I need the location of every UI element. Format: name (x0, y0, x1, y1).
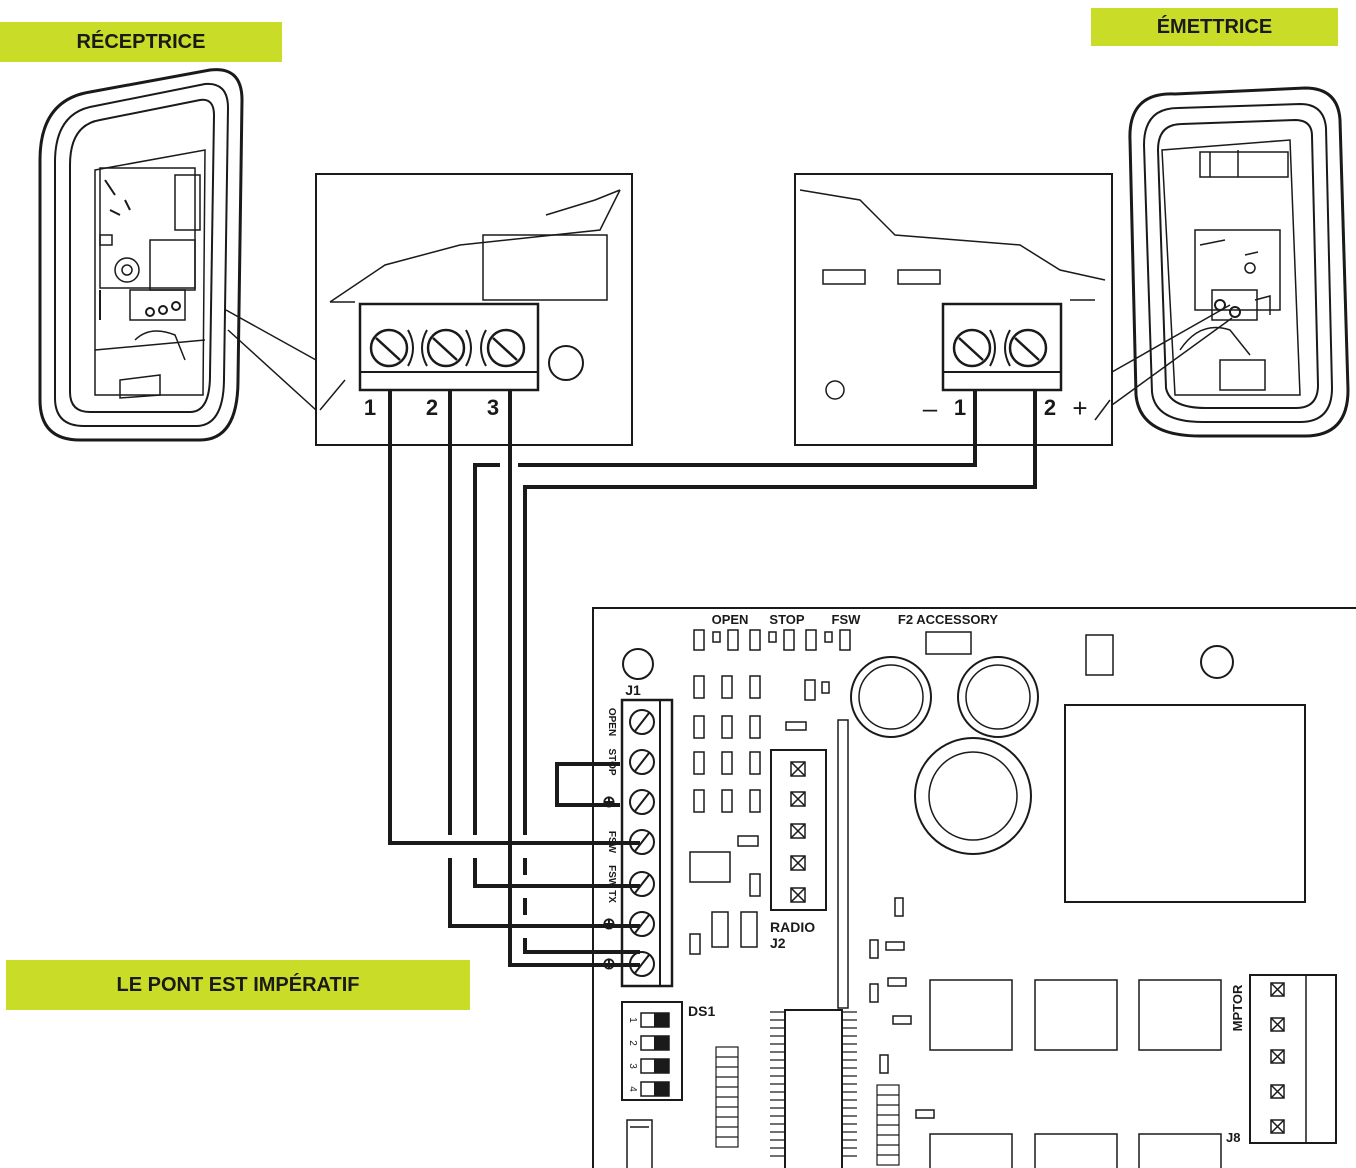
motor-label: MPTOR (1230, 984, 1245, 1031)
j1-label: J1 (625, 682, 641, 698)
ds1-switch-2: 2 (627, 1040, 638, 1046)
radio-connector (770, 749, 827, 911)
j8-label: J8 (1226, 1130, 1240, 1145)
j1-pin-plus-1: ⊕ (602, 794, 615, 811)
fuse-label: F2 ACCESSORY (898, 612, 998, 627)
j1-pin-fsw: FSW (606, 831, 617, 854)
emitter-terminal-block (941, 302, 1063, 392)
wire-receiver-1 (388, 390, 640, 845)
receiver-terminal-2: 2 (426, 395, 438, 420)
receiver-terminal-3: 3 (487, 395, 499, 420)
bridge-wire (555, 762, 620, 807)
ds1-label: DS1 (688, 1003, 715, 1019)
ds1-dip-switch (621, 1001, 683, 1101)
wire-emitter-1 (473, 390, 977, 888)
motor-connector (1249, 974, 1337, 1144)
ds1-switch-4: 4 (627, 1086, 638, 1092)
emitter-label: ÉMETTRICE (1091, 8, 1338, 46)
j1-pin-plus-3: ⊕ (602, 956, 615, 973)
j1-pin-stop: STOP (606, 748, 617, 775)
emitter-minus-sign: – (923, 393, 938, 423)
receiver-zoom-panel: 1 2 3 (315, 173, 633, 446)
emitter-plus-sign: + (1072, 393, 1087, 423)
receiver-device (38, 68, 317, 442)
j2-label: J2 (770, 935, 786, 951)
control-board: OPEN STOP FSW F2 ACCESSORY J1 OPEN ST (592, 607, 1356, 1168)
receiver-label: RÉCEPTRICE (0, 22, 282, 62)
led-open-label: OPEN (712, 612, 749, 627)
led-fsw-label: FSW (832, 612, 862, 627)
emitter-zoom-panel: – 1 2 + (794, 173, 1113, 446)
j1-pin-plus-2: ⊕ (602, 916, 615, 933)
led-stop-label: STOP (769, 612, 804, 627)
j1-pin-fsw-tx: FSW TX (606, 865, 617, 903)
bridge-note-label: LE PONT EST IMPÉRATIF (6, 960, 470, 1010)
j1-pin-open: OPEN (606, 708, 617, 736)
emitter-device (1111, 86, 1350, 438)
wiring (388, 390, 1037, 967)
j1-terminal-block (620, 698, 674, 988)
ds1-switch-3: 3 (627, 1063, 638, 1069)
wire-emitter-2 (523, 390, 1037, 954)
wire-receiver-3 (508, 390, 640, 967)
emitter-terminal-2: 2 (1044, 395, 1056, 420)
ds1-switch-1: 1 (627, 1017, 638, 1023)
receiver-terminal-1: 1 (364, 395, 376, 420)
emitter-terminal-1: 1 (954, 395, 966, 420)
wire-receiver-2 (448, 390, 640, 928)
radio-label: RADIO (770, 919, 815, 935)
